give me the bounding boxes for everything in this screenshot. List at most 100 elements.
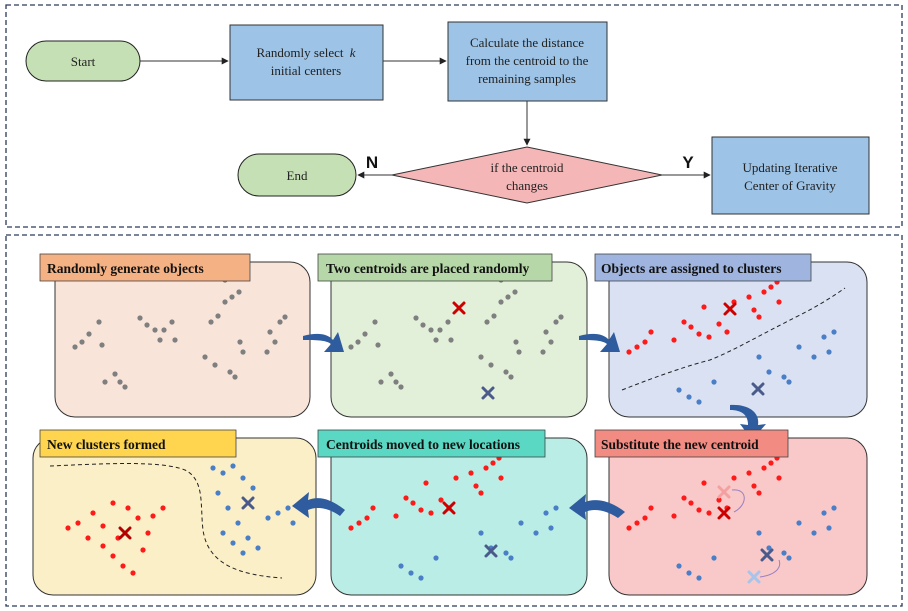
red-point [701, 480, 707, 486]
transition-arrow-4-5 [569, 494, 625, 520]
centroid-blue-p5 [484, 544, 498, 558]
blue-point [230, 463, 236, 469]
red-point [671, 337, 677, 343]
calc-line2: from the centroid to the [466, 53, 589, 68]
gray-point [237, 339, 243, 345]
gray-point [540, 349, 546, 355]
blue-point [285, 505, 291, 511]
blue-point [711, 555, 717, 561]
blue-point [433, 555, 439, 561]
gray-point [264, 349, 270, 355]
gray-point [513, 339, 519, 345]
red-point [648, 505, 654, 511]
decision-diamond: if the centroid changes [391, 146, 663, 204]
update-line1: Updating Iterative [743, 160, 838, 175]
blue-point [235, 520, 241, 526]
red-point [761, 289, 767, 295]
gray-point [362, 331, 368, 337]
blue-point [553, 505, 559, 511]
blue-point [831, 329, 837, 335]
panel-random-objects [54, 261, 311, 418]
svg-text:Centroids moved to new locatio: Centroids moved to new locations [326, 437, 520, 452]
blue-point [826, 349, 832, 355]
red-point [671, 513, 677, 519]
gray-point [548, 339, 554, 345]
select-k: k [350, 45, 356, 60]
calc-line1: Calculate the distance [470, 35, 584, 50]
gray-point [277, 319, 283, 325]
red-point [642, 339, 648, 345]
gray-point [227, 369, 233, 375]
red-point [634, 520, 640, 526]
red-point [453, 475, 459, 481]
select-centers-box: Randomly select k initial centers [229, 24, 384, 101]
centroid-blue-p3 [751, 382, 765, 396]
blue-point [230, 540, 236, 546]
blue-point [210, 465, 216, 471]
blue-point [811, 530, 817, 536]
blue-point [398, 563, 404, 569]
blue-point [786, 555, 792, 561]
end-label: End [287, 168, 308, 183]
red-point [483, 465, 489, 471]
blue-point [686, 394, 692, 400]
gray-point [398, 384, 404, 390]
blue-point [786, 379, 792, 385]
panel-new-clusters [32, 437, 317, 596]
svg-text:New clusters formed: New clusters formed [47, 437, 166, 452]
red-point [145, 530, 151, 536]
gray-point [488, 362, 494, 368]
red-point [90, 510, 96, 516]
centroid-red-p5 [442, 501, 456, 515]
red-point [706, 510, 712, 516]
red-point [776, 299, 782, 305]
red-point [130, 570, 136, 576]
blue-point [766, 369, 772, 375]
start-label: Start [71, 54, 96, 69]
gray-point [282, 314, 288, 320]
blue-point [408, 570, 414, 576]
gray-point [388, 371, 394, 377]
svg-text:Objects are assigned to cluste: Objects are assigned to clusters [601, 261, 781, 276]
gray-point [393, 379, 399, 385]
cluster-boundary-new [49, 463, 283, 579]
blue-point [676, 563, 682, 569]
blue-point [781, 550, 787, 556]
blue-point [821, 334, 827, 340]
gray-point [378, 379, 384, 385]
centroid-new-blue-p4 [760, 548, 774, 562]
blue-point [255, 545, 261, 551]
gray-point [102, 379, 108, 385]
red-point [348, 525, 354, 531]
gray-point [72, 344, 78, 350]
panel-centroids-placed [330, 261, 588, 418]
flowchart-frame [5, 4, 903, 228]
gray-point [229, 294, 235, 300]
gray-point [240, 349, 246, 355]
blue-point [240, 550, 246, 556]
blue-point [275, 510, 281, 516]
cluster-boundary-assigned [621, 287, 846, 391]
decision-line1: if the centroid [491, 160, 564, 175]
gray-point [445, 319, 451, 325]
gray-point [144, 322, 150, 328]
blue-point [766, 545, 772, 551]
blue-point [503, 550, 509, 556]
gray-point [553, 319, 559, 325]
gray-point [236, 289, 242, 295]
centroid-red-p6 [118, 526, 132, 540]
gray-point [491, 313, 497, 319]
gray-point [137, 315, 143, 321]
red-point [364, 515, 370, 521]
gray-point [79, 339, 85, 345]
blue-point [821, 510, 827, 516]
blue-point [518, 520, 524, 526]
gray-point [152, 327, 158, 333]
gray-point [348, 344, 354, 350]
blue-point [826, 525, 832, 531]
gray-point [96, 319, 102, 325]
gray-point [503, 369, 509, 375]
blue-point [418, 575, 424, 581]
red-point [135, 515, 141, 521]
